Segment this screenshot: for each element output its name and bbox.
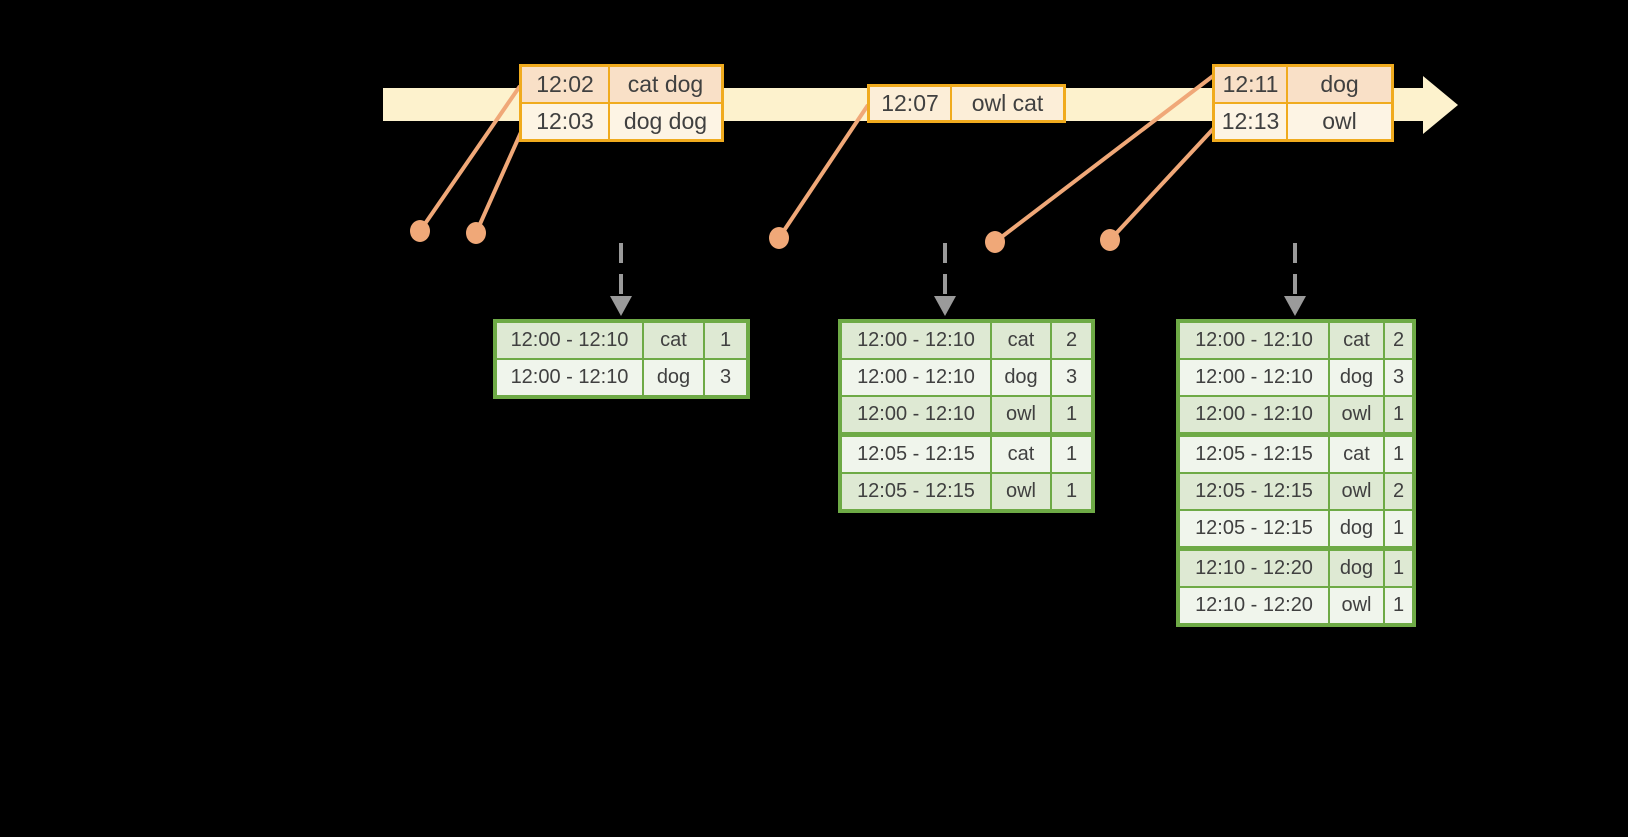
window-cell: 12:00 - 12:10 xyxy=(497,360,642,395)
word-cell: cat xyxy=(1330,323,1383,358)
word-cell: cat xyxy=(992,437,1050,472)
trigger-arrowhead-icon xyxy=(1284,296,1306,316)
trigger-arrowhead-icon xyxy=(934,296,956,316)
word-cell: cat xyxy=(644,323,703,358)
window-cell: 12:00 - 12:10 xyxy=(1180,360,1328,395)
window-cell: 12:05 - 12:15 xyxy=(842,474,990,509)
event-dot-icon xyxy=(769,227,789,249)
count-cell: 1 xyxy=(1385,588,1412,623)
event-dot-icon xyxy=(985,231,1005,253)
count-cell: 3 xyxy=(1385,360,1412,395)
event-time-cell: 12:11 xyxy=(1215,67,1286,102)
window-cell: 12:05 - 12:15 xyxy=(1180,437,1328,472)
event-connector-line xyxy=(474,129,524,234)
window-cell: 12:00 - 12:10 xyxy=(842,397,990,432)
count-cell: 1 xyxy=(1385,511,1412,546)
event-words-cell: owl cat xyxy=(952,87,1063,120)
count-cell: 1 xyxy=(1385,397,1412,432)
event-dot-icon xyxy=(410,220,430,242)
word-cell: owl xyxy=(1330,397,1383,432)
word-cell: dog xyxy=(644,360,703,395)
count-cell: 2 xyxy=(1385,474,1412,509)
event-words-cell: dog dog xyxy=(610,104,721,139)
event-time-cell: 12:03 xyxy=(522,104,608,139)
word-cell: owl xyxy=(992,474,1050,509)
window-cell: 12:00 - 12:10 xyxy=(842,323,990,358)
word-cell: dog xyxy=(1330,511,1383,546)
window-cell: 12:00 - 12:10 xyxy=(1180,397,1328,432)
count-cell: 1 xyxy=(1385,437,1412,472)
event-time-cell: 12:07 xyxy=(870,87,950,120)
window-cell: 12:05 - 12:15 xyxy=(1180,474,1328,509)
count-cell: 1 xyxy=(1052,437,1091,472)
word-cell: dog xyxy=(1330,360,1383,395)
event-connector-line xyxy=(418,84,522,233)
count-cell: 1 xyxy=(705,323,746,358)
count-cell: 1 xyxy=(1385,551,1412,586)
word-cell: cat xyxy=(1330,437,1383,472)
window-cell: 12:10 - 12:20 xyxy=(1180,588,1328,623)
count-cell: 1 xyxy=(1052,474,1091,509)
event-connector-line xyxy=(777,103,870,240)
trigger-arrowhead-icon xyxy=(610,296,632,316)
count-cell: 2 xyxy=(1385,323,1412,358)
event-dot-icon xyxy=(466,222,486,244)
word-cell: dog xyxy=(1330,551,1383,586)
window-cell: 12:10 - 12:20 xyxy=(1180,551,1328,586)
event-time-cell: 12:13 xyxy=(1215,104,1286,139)
event-connector-line xyxy=(993,74,1215,244)
count-cell: 3 xyxy=(705,360,746,395)
window-cell: 12:05 - 12:15 xyxy=(842,437,990,472)
event-connector-line xyxy=(1108,126,1216,242)
count-cell: 2 xyxy=(1052,323,1091,358)
count-cell: 3 xyxy=(1052,360,1091,395)
word-cell: owl xyxy=(992,397,1050,432)
word-cell: owl xyxy=(1330,474,1383,509)
event-words-cell: cat dog xyxy=(610,67,721,102)
word-cell: cat xyxy=(992,323,1050,358)
window-cell: 12:00 - 12:10 xyxy=(497,323,642,358)
word-cell: dog xyxy=(992,360,1050,395)
count-cell: 1 xyxy=(1052,397,1091,432)
window-cell: 12:00 - 12:10 xyxy=(1180,323,1328,358)
window-cell: 12:00 - 12:10 xyxy=(842,360,990,395)
timeline-arrowhead-icon xyxy=(1423,76,1458,134)
window-cell: 12:05 - 12:15 xyxy=(1180,511,1328,546)
word-cell: owl xyxy=(1330,588,1383,623)
event-time-cell: 12:02 xyxy=(522,67,608,102)
event-words-cell: dog xyxy=(1288,67,1391,102)
event-words-cell: owl xyxy=(1288,104,1391,139)
event-dot-icon xyxy=(1100,229,1120,251)
